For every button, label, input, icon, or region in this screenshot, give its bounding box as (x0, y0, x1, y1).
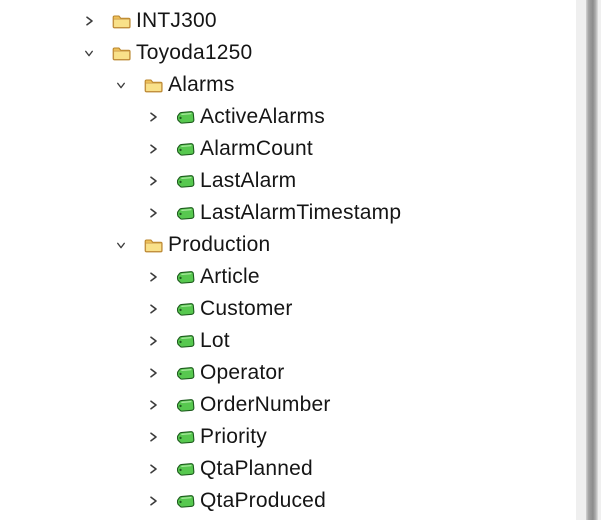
tree-item-label: OrderNumber (200, 393, 331, 416)
tree-item-label: Operator (200, 361, 285, 384)
variable-tag-icon (176, 142, 195, 157)
tree-item-label: AlarmCount (200, 137, 313, 160)
tree-item-label: LastAlarm (200, 169, 297, 192)
chevron-down-icon[interactable] (115, 78, 127, 92)
tree-item[interactable]: LastAlarmTimestamp (0, 197, 576, 229)
tree-item[interactable]: Alarms (0, 69, 576, 101)
chevron-right-icon[interactable] (147, 174, 159, 188)
tree-item[interactable]: OrderNumber (0, 389, 576, 421)
tree-item[interactable]: INTJ300 (0, 5, 576, 37)
folder-icon (144, 78, 163, 93)
chevron-right-icon[interactable] (83, 14, 95, 28)
tree-item-label: Production (168, 233, 271, 256)
variable-tag-icon (176, 462, 195, 477)
tree-item[interactable]: ActiveAlarms (0, 101, 576, 133)
folder-icon (112, 14, 131, 29)
variable-tag-icon (176, 494, 195, 509)
tree-item-label: LastAlarmTimestamp (200, 201, 402, 224)
chevron-right-icon[interactable] (147, 142, 159, 156)
variable-tag-icon (176, 206, 195, 221)
tree-item[interactable]: Toyoda1250 (0, 37, 576, 69)
tree-item[interactable]: Operator (0, 357, 576, 389)
variable-tag-icon (176, 302, 195, 317)
chevron-right-icon[interactable] (147, 110, 159, 124)
tree-item-label: Lot (200, 329, 230, 352)
variable-tag-icon (176, 270, 195, 285)
chevron-down-icon[interactable] (83, 46, 95, 60)
chevron-right-icon[interactable] (147, 334, 159, 348)
variable-tag-icon (176, 334, 195, 349)
tree-item[interactable]: Article (0, 261, 576, 293)
chevron-right-icon[interactable] (147, 430, 159, 444)
tree-item-label: INTJ300 (136, 9, 217, 32)
chevron-right-icon[interactable] (147, 398, 159, 412)
tree-item-label: Alarms (168, 73, 235, 96)
chevron-right-icon[interactable] (147, 270, 159, 284)
tree-item-label: QtaProduced (200, 489, 326, 512)
variable-tag-icon (176, 430, 195, 445)
tree-item-label: Customer (200, 297, 293, 320)
chevron-right-icon[interactable] (147, 462, 159, 476)
tree-item[interactable]: LastAlarm (0, 165, 576, 197)
tree-item[interactable]: Priority (0, 421, 576, 453)
variable-tag-icon (176, 366, 195, 381)
tree-item[interactable]: Customer (0, 293, 576, 325)
tree-item[interactable]: AlarmCount (0, 133, 576, 165)
variable-tag-icon (176, 110, 195, 125)
vertical-scrollbar[interactable] (576, 0, 601, 520)
tree-item[interactable]: QtaProduced (0, 485, 576, 517)
tree-item[interactable]: Production (0, 229, 576, 261)
chevron-right-icon[interactable] (147, 494, 159, 508)
folder-icon (112, 46, 131, 61)
variable-tag-icon (176, 398, 195, 413)
tree-item-label: Toyoda1250 (136, 41, 253, 64)
tree-item-label: QtaPlanned (200, 457, 313, 480)
tree-item[interactable]: QtaPlanned (0, 453, 576, 485)
tree-view: INTJ300 Toyoda1250 (0, 5, 576, 517)
chevron-down-icon[interactable] (115, 238, 127, 252)
chevron-right-icon[interactable] (147, 302, 159, 316)
chevron-right-icon[interactable] (147, 206, 159, 220)
chevron-right-icon[interactable] (147, 366, 159, 380)
variable-tag-icon (176, 174, 195, 189)
tree-item[interactable]: Lot (0, 325, 576, 357)
tree-item-label: Priority (200, 425, 267, 448)
scrollbar-thumb[interactable] (586, 0, 598, 520)
tree-item-label: ActiveAlarms (200, 105, 325, 128)
folder-icon (144, 238, 163, 253)
tree-item-label: Article (200, 265, 260, 288)
